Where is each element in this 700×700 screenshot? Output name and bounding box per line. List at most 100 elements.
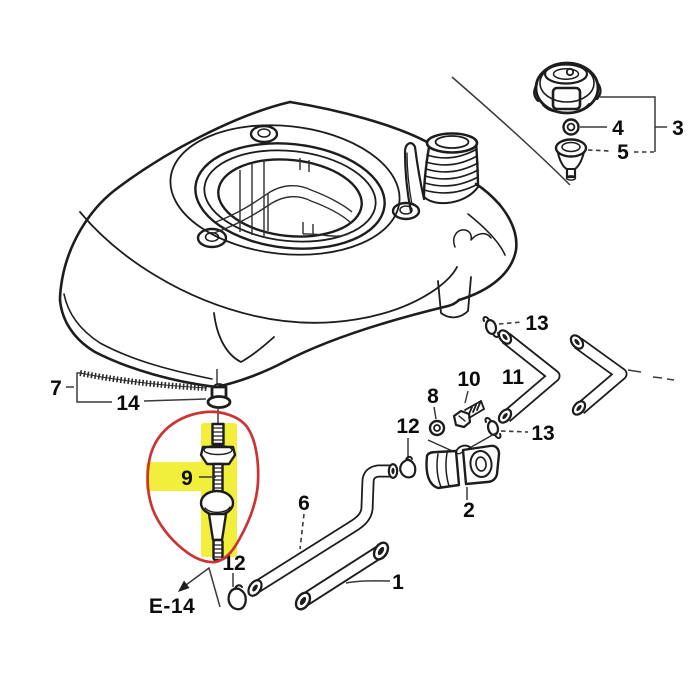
clamp-ear-top xyxy=(484,417,492,423)
hose11b-bore-bottom-inner xyxy=(576,404,582,412)
bolt-shaft xyxy=(464,400,485,419)
callout-8: 8 xyxy=(427,385,439,408)
cap-vent xyxy=(565,67,575,77)
filter-stem xyxy=(565,167,577,179)
line-1 xyxy=(345,580,391,584)
cap-scallop-bl xyxy=(542,104,554,112)
hose-clamp-upper-part13 xyxy=(482,316,523,338)
highlight-circle xyxy=(146,410,260,564)
joint-hex-upper xyxy=(199,445,237,466)
tube6-core xyxy=(252,466,392,592)
valve-left-body xyxy=(425,449,461,490)
e14-arrowhead xyxy=(178,580,190,592)
line-13-upper xyxy=(498,321,523,325)
valve-right-face-inner xyxy=(475,456,487,472)
nut-part8 xyxy=(428,406,446,437)
bolt-head-line xyxy=(458,415,466,422)
tube1-end-bore-right-inner xyxy=(377,546,385,556)
fuel-cap xyxy=(533,61,602,115)
clamp-ear-bottom xyxy=(494,433,502,439)
line-8 xyxy=(433,406,437,420)
grommet-flange xyxy=(206,395,232,409)
callout-3: 3 xyxy=(672,117,684,140)
tank-outline-top-left xyxy=(58,100,292,302)
callout-13-upper: 13 xyxy=(525,312,548,335)
callout-9: 9 xyxy=(181,467,193,490)
callout-2: 2 xyxy=(463,499,475,522)
boss-left xyxy=(196,227,228,249)
line-14 xyxy=(143,398,207,402)
fuel-filter-part5 xyxy=(554,138,588,181)
line-6 xyxy=(299,513,305,550)
line-5a xyxy=(587,149,612,152)
tube6-end-bore-right-inner xyxy=(391,467,395,475)
hose11-core xyxy=(502,334,559,421)
joint-hex-lower-shade xyxy=(204,506,231,514)
clip-ring xyxy=(227,587,247,611)
callout-lines-7-14 xyxy=(66,372,207,403)
clip-hook xyxy=(405,455,413,461)
callout-10: 10 xyxy=(457,368,480,391)
tank-right-fin xyxy=(437,276,472,319)
filter-stem-end xyxy=(565,175,577,181)
neck-base xyxy=(423,186,479,205)
callout-14: 14 xyxy=(116,392,140,415)
cap-to-neck-line xyxy=(451,76,571,186)
clip-hook xyxy=(234,584,243,590)
clip-ring xyxy=(399,458,417,479)
washer-outer xyxy=(562,118,580,136)
callout-labels: 7 14 9 12 E-14 6 1 2 12 8 10 11 13 13 3 … xyxy=(50,117,684,618)
interior-channel-upper xyxy=(215,185,353,223)
hose-clip-upper-part12 xyxy=(399,438,417,479)
tank-chin-fin xyxy=(213,312,275,363)
joint-tip-threads xyxy=(213,544,223,558)
reference-label-e14: E-14 xyxy=(149,595,195,618)
valve-left-groove xyxy=(436,453,442,488)
joint-top-stub xyxy=(211,422,225,446)
hose-clip-lower-part12 xyxy=(227,573,247,611)
neck-opening-inner xyxy=(434,135,470,149)
opening-rim-inner xyxy=(203,149,377,243)
fuel-valve-part2 xyxy=(425,432,501,500)
tank-outline-bottom-right xyxy=(214,298,461,389)
boss-top-inner xyxy=(257,128,271,138)
neck-strap xyxy=(403,142,426,214)
hose11-bore-bottom-inner xyxy=(502,412,508,420)
tank-outline-right xyxy=(457,182,518,302)
line-10 xyxy=(464,390,469,404)
callout-12-valve: 12 xyxy=(396,415,419,438)
valve-top-bridge xyxy=(455,444,471,453)
tank-outline-bottom-left xyxy=(58,298,218,389)
line-13-lower xyxy=(500,430,529,433)
boss-right xyxy=(391,201,421,221)
callout-13-lower: 13 xyxy=(531,422,554,445)
neck-strap-inner xyxy=(406,152,413,206)
clamp-ring xyxy=(486,420,500,436)
neck-side-left xyxy=(422,145,431,199)
tank-right-swoosh xyxy=(467,213,506,256)
opening-rim-outer xyxy=(194,142,386,250)
opening-ring-outer xyxy=(169,124,401,256)
joint-hex-lower xyxy=(199,489,235,517)
seal-strip-part7 xyxy=(79,370,208,391)
nut-inner xyxy=(433,424,441,432)
hose11-bore-top-inner xyxy=(502,333,508,341)
clamp-ear-top xyxy=(482,316,490,322)
cap-scallop-left xyxy=(533,82,540,103)
callout-12-hose: 12 xyxy=(222,552,245,575)
reference-e14 xyxy=(178,566,221,608)
tank-opening-rings xyxy=(169,124,401,256)
boss-right-inner xyxy=(399,205,413,215)
tank-screw-bosses xyxy=(196,124,421,249)
tank-front-crease xyxy=(79,211,458,324)
neck-threads xyxy=(423,148,479,194)
grommet-part14 xyxy=(206,369,232,425)
filter-rim-inner xyxy=(561,141,581,153)
tank-opening-interior xyxy=(213,158,353,237)
valve-left-groove xyxy=(445,452,450,487)
washer-inner xyxy=(566,122,576,132)
seal-strip-hatch xyxy=(79,370,208,391)
bolt-part10 xyxy=(452,390,485,429)
